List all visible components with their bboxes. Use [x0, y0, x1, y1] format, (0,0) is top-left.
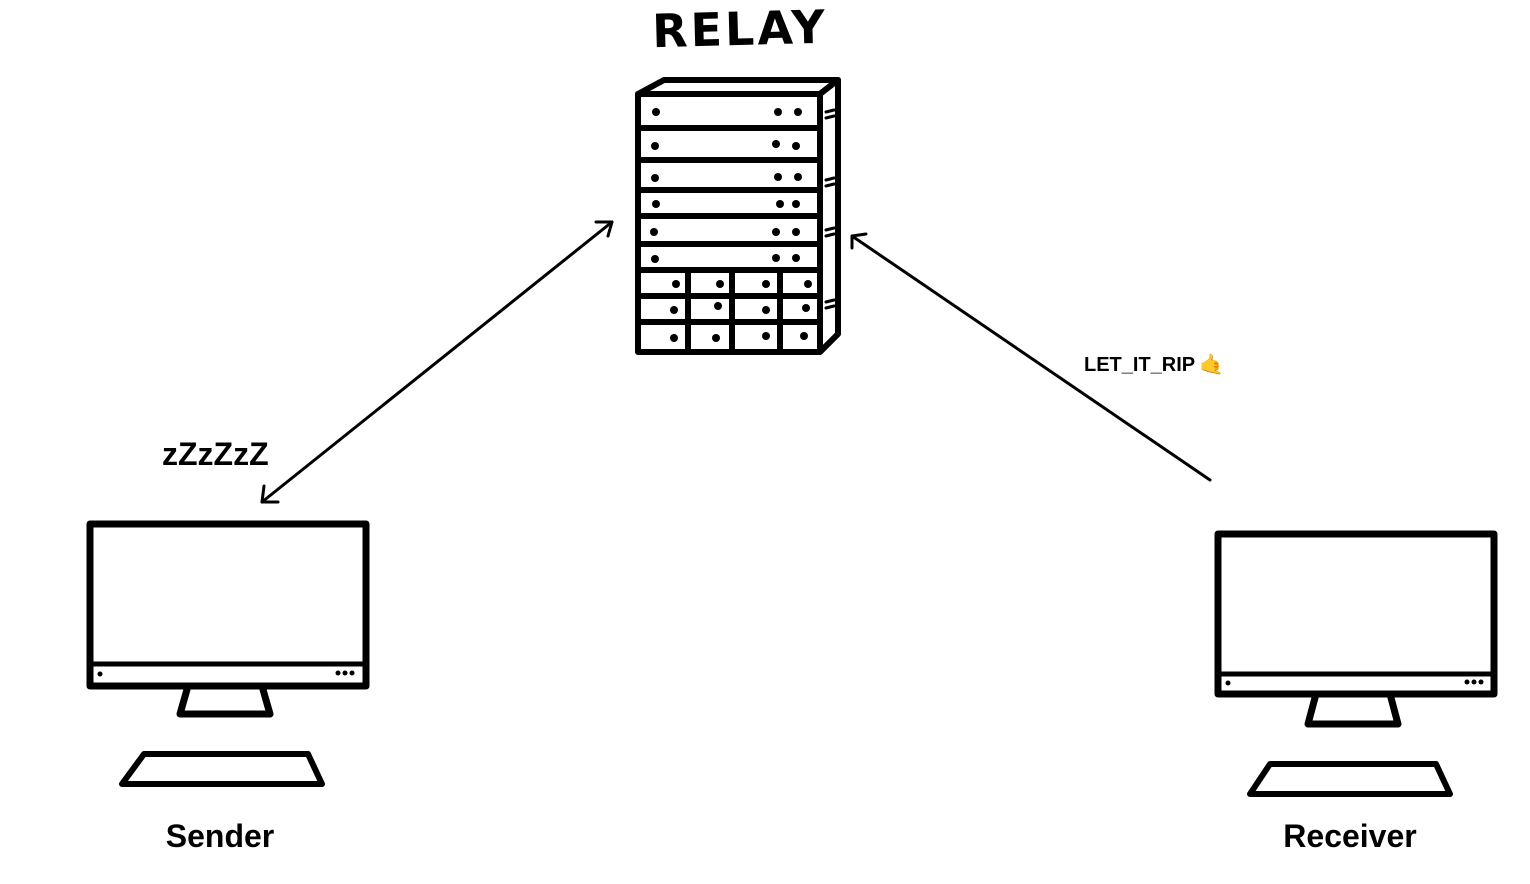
server-rack-dots	[650, 108, 812, 342]
sender-monitor-icon	[86, 520, 370, 718]
receiver-relay-arrow-icon	[850, 232, 1212, 482]
sender-monitor-dots	[97, 670, 355, 677]
receiver-keyboard-icon	[1247, 761, 1453, 797]
server-rack-icon	[635, 77, 841, 355]
receiver-label: Receiver	[1283, 818, 1417, 854]
sender-label: Sender	[165, 818, 275, 854]
receiver-monitor-icon	[1214, 530, 1498, 728]
receiver-message: LET_IT_RIP🤙	[1084, 352, 1224, 377]
relay-title: RELAY	[651, 0, 829, 59]
sender-status-text: zZzZzZ	[162, 436, 269, 472]
sender-keyboard-icon	[119, 751, 325, 787]
message-text: LET_IT_RIP	[1084, 354, 1196, 376]
receiver-monitor-dots	[1225, 679, 1484, 686]
call-me-hand-icon: 🤙	[1199, 354, 1225, 376]
sender-relay-arrow-icon	[260, 220, 614, 504]
